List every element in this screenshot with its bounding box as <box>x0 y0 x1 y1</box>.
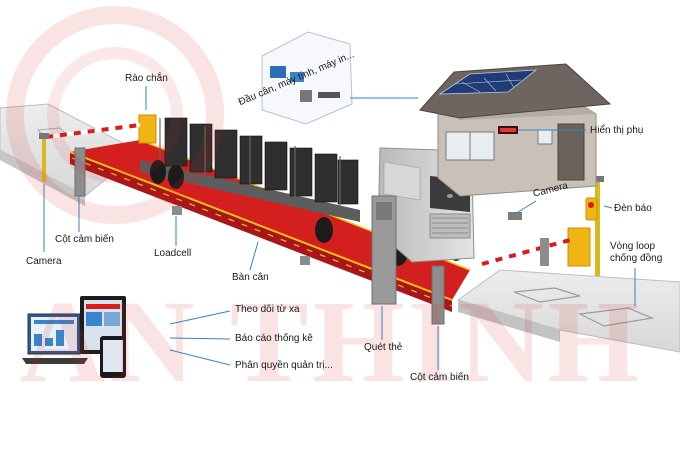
left-sensor-column <box>74 147 86 197</box>
label-rao-chan: Rào chắn <box>125 73 168 84</box>
label-vong-loop: Vòng loop chống đồng <box>610 241 663 264</box>
label-cot-cam-bien-left: Cột cảm biến <box>55 234 114 245</box>
label-den-bao: Đèn báo <box>614 203 652 214</box>
label-cot-cam-bien-bottom: Cột cảm biến <box>410 372 469 383</box>
watermark-text: AN THINH <box>20 276 644 407</box>
label-quet-the: Quét thẻ <box>364 342 403 353</box>
label-loadcell: Loadcell <box>154 248 192 259</box>
right-barrier <box>481 227 591 267</box>
right-exit-ramp <box>456 269 680 353</box>
label-hien-thi-phu: Hiển thị phụ <box>590 125 644 136</box>
label-ban-can: Bàn cân <box>232 272 269 283</box>
label-bao-cao: Báo cáo thống kê <box>235 333 313 344</box>
left-barrier <box>45 114 157 144</box>
card-reader-column <box>371 195 397 305</box>
left-camera-pole <box>39 133 49 182</box>
loadcell-blocks <box>172 206 310 265</box>
operator-house <box>419 63 612 197</box>
label-camera-left: Camera <box>26 256 62 267</box>
label-theo-doi: Theo dõi từ xa <box>235 304 300 315</box>
right-camera-pole <box>508 176 604 276</box>
watermark-logo <box>6 6 224 224</box>
devices-illustration <box>22 296 126 378</box>
leader-lines <box>43 86 636 370</box>
label-phan-quyen: Phân quyền quản trị... <box>235 360 333 371</box>
bottom-sensor-column <box>431 265 445 325</box>
office-inset <box>261 31 353 125</box>
